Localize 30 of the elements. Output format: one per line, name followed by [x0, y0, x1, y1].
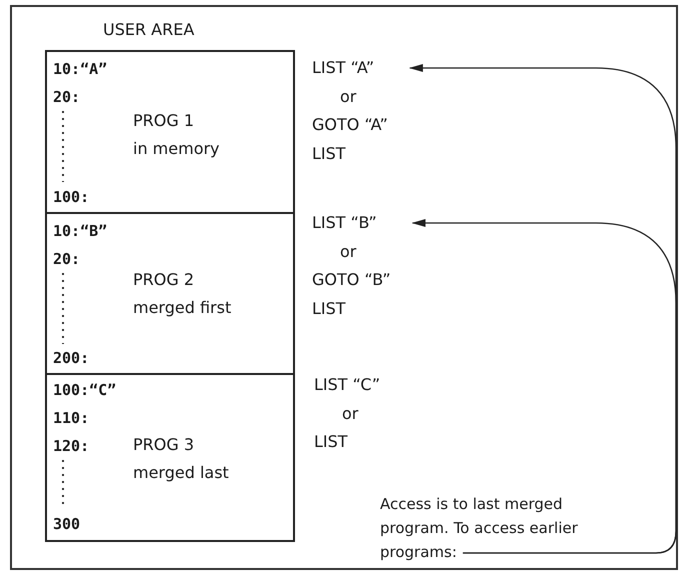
command-text: LIST “A”	[312, 57, 376, 79]
command-text: LIST “C”	[314, 374, 380, 396]
or-text: or	[339, 86, 358, 108]
or-text: or	[339, 240, 358, 262]
program-box	[45, 373, 295, 542]
or-text: or	[341, 402, 360, 424]
program-label: PROG 1 in memory	[133, 110, 221, 160]
line-number: 100:	[53, 188, 90, 206]
command-text: LIST	[312, 142, 347, 164]
program-box	[45, 50, 295, 214]
line-number: 100:“C”	[53, 381, 116, 399]
program-label: PROG 3 merged last	[133, 434, 230, 484]
command-text: GOTO “B”	[312, 269, 391, 291]
program-box	[45, 212, 295, 375]
arrow	[412, 219, 677, 554]
note-text: Access is to last merged program. To access earlier programs:	[380, 495, 578, 561]
program-label: PROG 2 merged first	[133, 269, 232, 319]
line-number: 10:“A”	[53, 60, 108, 78]
area-heading: USER AREA	[103, 20, 194, 39]
command-text: LIST	[312, 298, 347, 320]
line-number: 200:	[53, 349, 90, 367]
line-number: 300	[53, 515, 80, 533]
line-number: 110:	[53, 409, 90, 427]
command-text: LIST	[314, 431, 349, 453]
line-number: 20:	[53, 88, 80, 106]
command-text: GOTO “A”	[312, 114, 388, 136]
line-number: 10:“B”	[53, 222, 108, 240]
command-text: LIST “B”	[312, 212, 378, 234]
line-number: 20:	[53, 250, 80, 268]
line-number: 120:	[53, 437, 90, 455]
